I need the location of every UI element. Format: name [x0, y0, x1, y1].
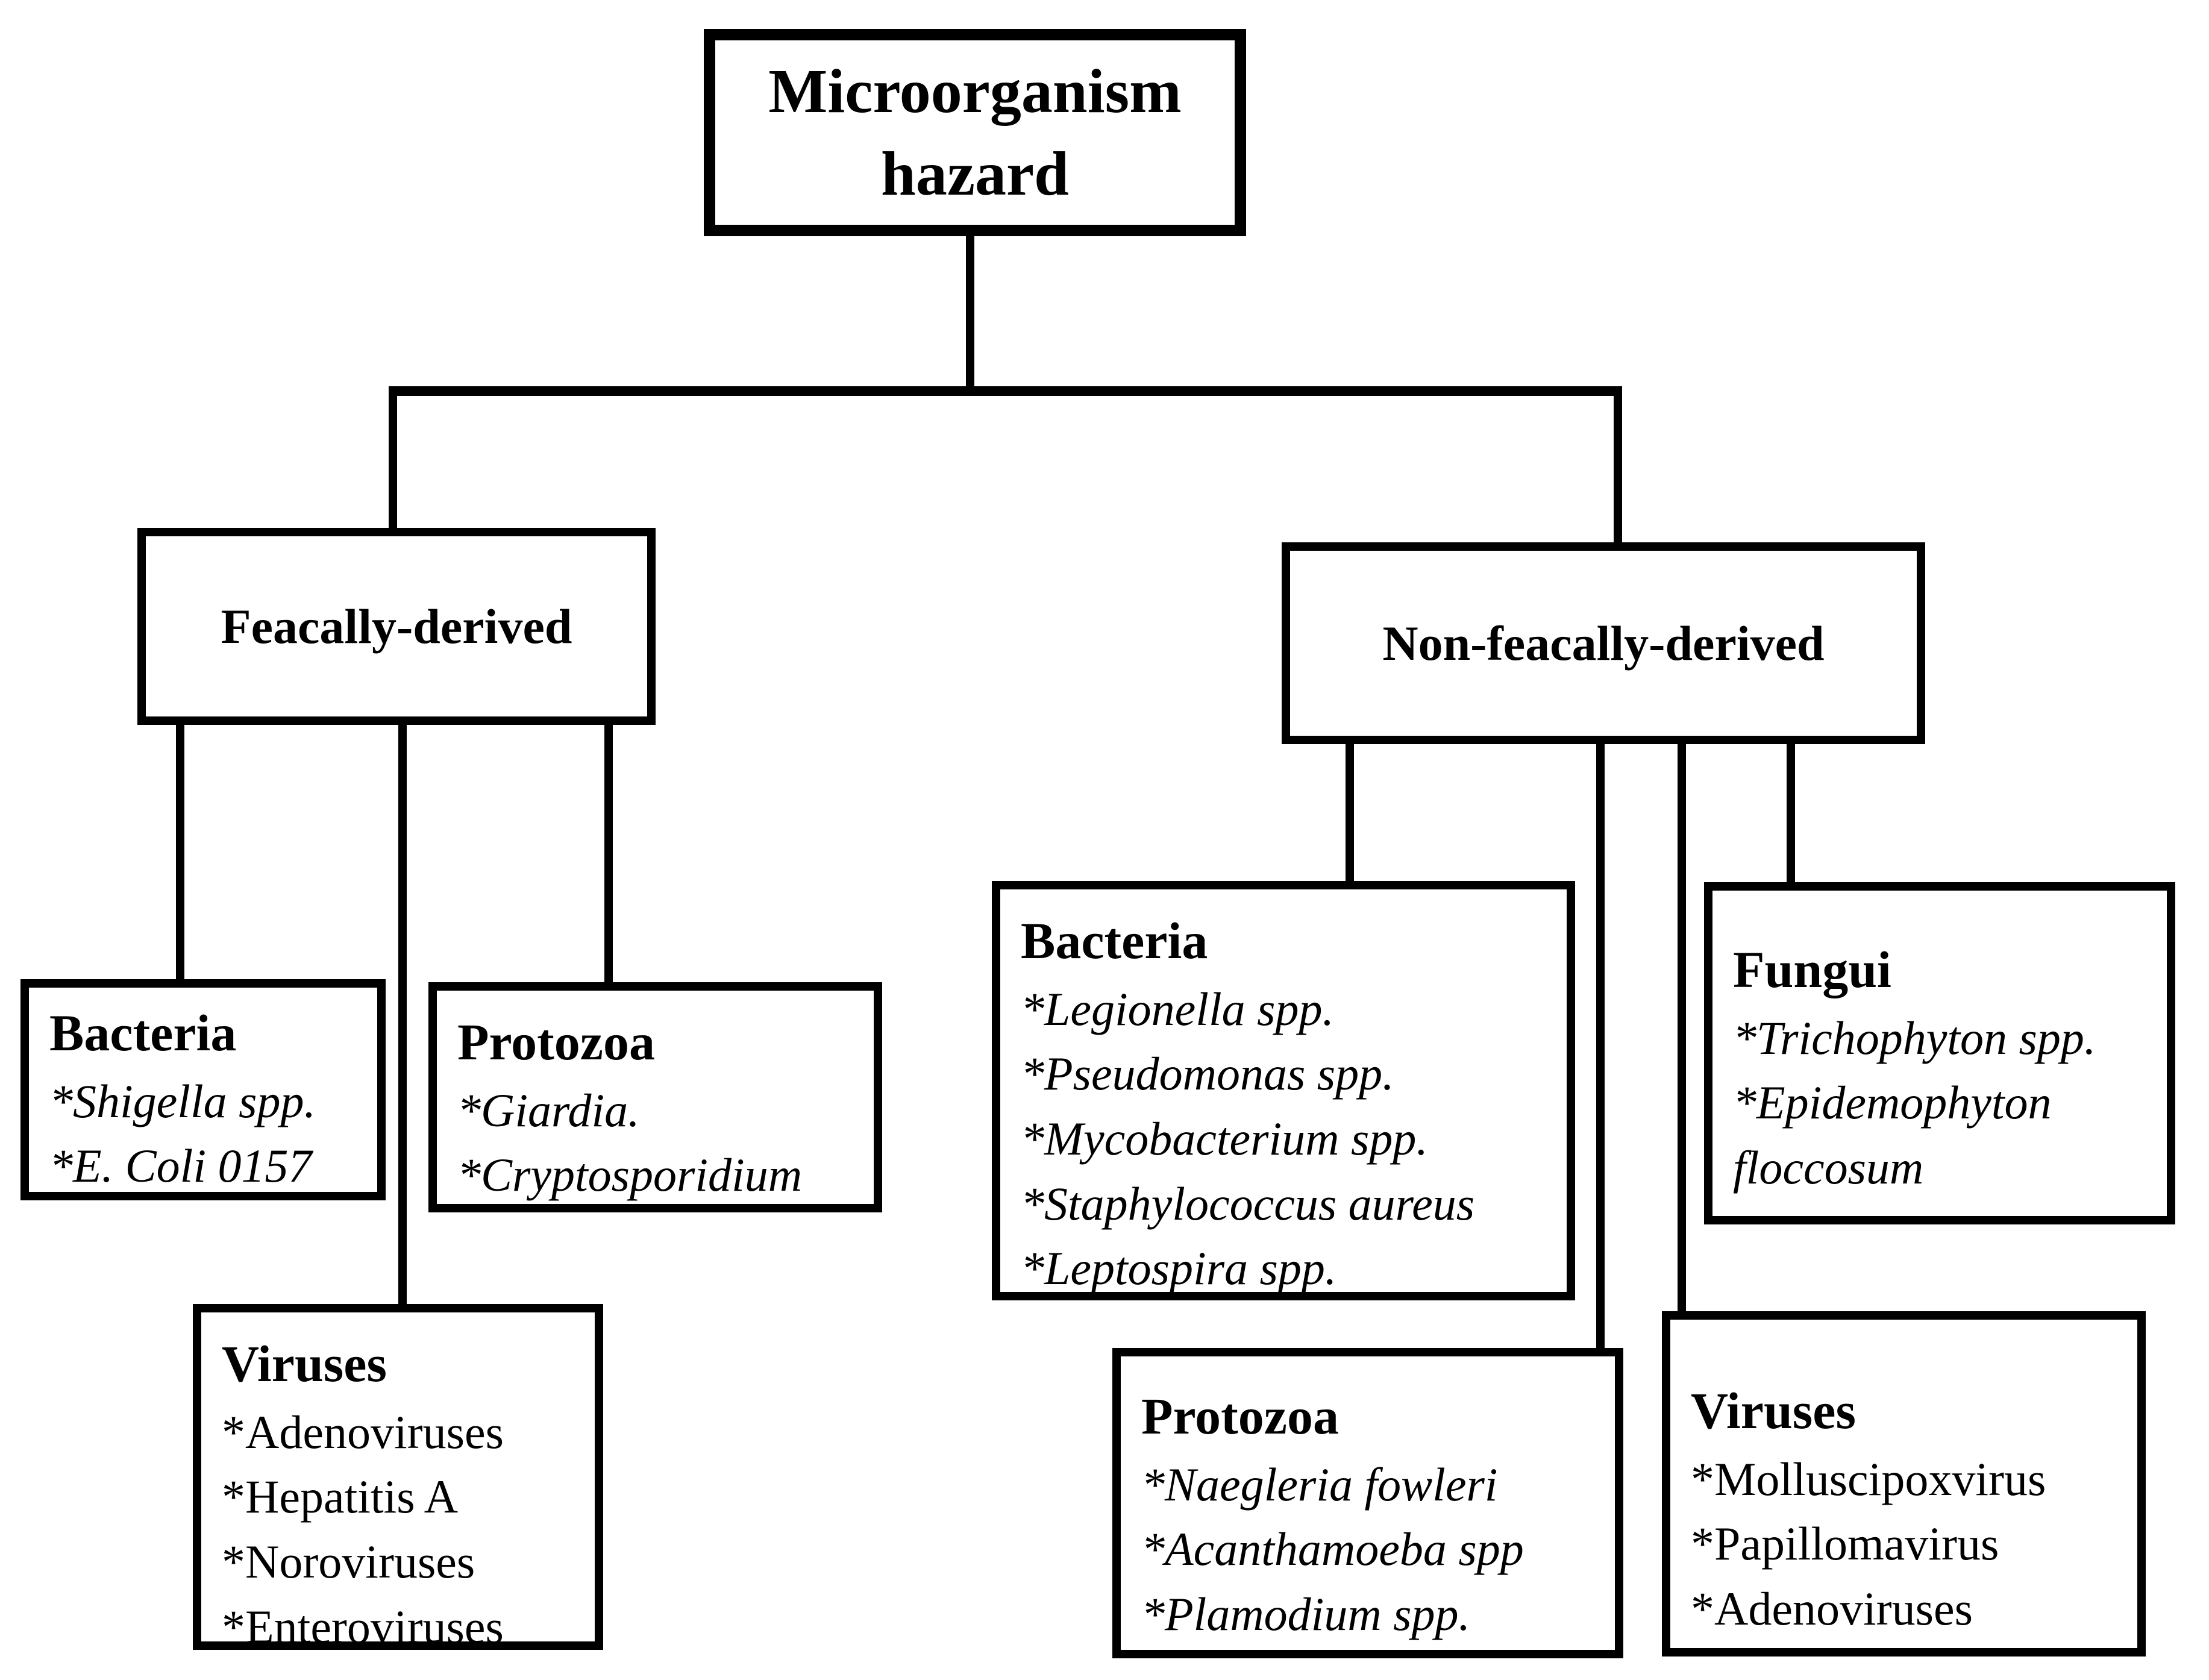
connector-nonfeacal-bacteria	[1346, 738, 1354, 888]
list-item: *Adenoviruses	[1691, 1582, 1973, 1635]
list-item: *Mycobacterium spp.	[1021, 1112, 1428, 1165]
box-title: Bacteria	[1021, 912, 1208, 970]
list-item: *Acanthamoeba spp	[1141, 1523, 1524, 1576]
box-title: Fungui	[1733, 941, 1891, 998]
list-item: *Cryptosporidium	[457, 1149, 803, 1202]
node-viruses-nonfeacal: Viruses *Molluscipoxvirus *Papillomaviru…	[1662, 1311, 2146, 1656]
list-item: *Legionella spp.	[1021, 982, 1334, 1035]
box-title: Viruses	[1691, 1382, 1856, 1440]
node-fungui-nonfeacal: Fungui *Trichophyton spp. *Epidemophyton…	[1704, 882, 2175, 1224]
box-title: Protozoa	[457, 1013, 655, 1071]
node-bacteria-nonfeacal: Bacteria *Legionella spp. *Pseudomonas s…	[992, 881, 1575, 1300]
list-item: *Trichophyton spp.	[1733, 1011, 2096, 1064]
box-title: Bacteria	[49, 1004, 237, 1062]
connector-right-branch-drop	[1614, 390, 1622, 550]
list-item: *Noroviruses	[222, 1535, 475, 1588]
list-item: *Papillomavirus	[1691, 1517, 1999, 1570]
connector-feacal-protozoa	[604, 718, 613, 989]
node-feacally-derived: Feacally-derived	[137, 528, 656, 725]
list-item: *Pseudomonas spp.	[1021, 1047, 1394, 1100]
list-item: *Molluscipoxvirus	[1691, 1452, 2046, 1505]
list-item: *Shigella spp.	[49, 1074, 316, 1127]
connector-feacal-viruses	[398, 718, 407, 1311]
list-item: *Giardia.	[457, 1083, 640, 1136]
branch-label: Feacally-derived	[221, 598, 572, 654]
list-item: *Hepatitis A	[222, 1470, 459, 1523]
connector-nonfeacal-protozoa	[1596, 738, 1605, 1355]
connector-nonfeacal-viruses	[1678, 738, 1686, 1318]
node-protozoa-feacal: Protozoa *Giardia. *Cryptosporidium	[428, 982, 882, 1212]
node-viruses-feacal: Viruses *Adenoviruses *Hepatitis A *Noro…	[193, 1304, 603, 1653]
connector-left-branch-drop	[389, 390, 397, 535]
list-item: *Naegleria fowleri	[1141, 1458, 1498, 1511]
list-item: *E. Coli 0157	[49, 1139, 312, 1193]
list-item: *Leptospira spp.	[1021, 1242, 1337, 1295]
box-title: Viruses	[222, 1335, 387, 1393]
branch-label: Non-feacally-derived	[1382, 615, 1825, 671]
root-label: Microorganism hazard	[768, 56, 1182, 208]
connector-root-hbar	[389, 386, 1622, 396]
list-item: *Plamodium spp.	[1141, 1587, 1470, 1640]
connector-root-stem	[966, 236, 974, 390]
connector-nonfeacal-fungui	[1787, 738, 1795, 889]
node-bacteria-feacal: Bacteria *Shigella spp. *E. Coli 0157	[20, 979, 386, 1200]
node-microorganism-hazard: Microorganism hazard	[704, 29, 1246, 236]
connector-feacal-bacteria	[176, 718, 184, 986]
list-item: *Epidemophyton floccosum	[1733, 1076, 2052, 1194]
box-title: Protozoa	[1141, 1387, 1339, 1445]
list-item: *Staphylococcus aureus	[1021, 1177, 1475, 1230]
list-item: *Adenoviruses	[222, 1405, 504, 1458]
list-item: *Enteroviruses	[222, 1600, 504, 1653]
node-protozoa-nonfeacal: Protozoa *Naegleria fowleri *Acanthamoeb…	[1112, 1348, 1623, 1658]
node-non-feacally-derived: Non-feacally-derived	[1282, 542, 1925, 744]
